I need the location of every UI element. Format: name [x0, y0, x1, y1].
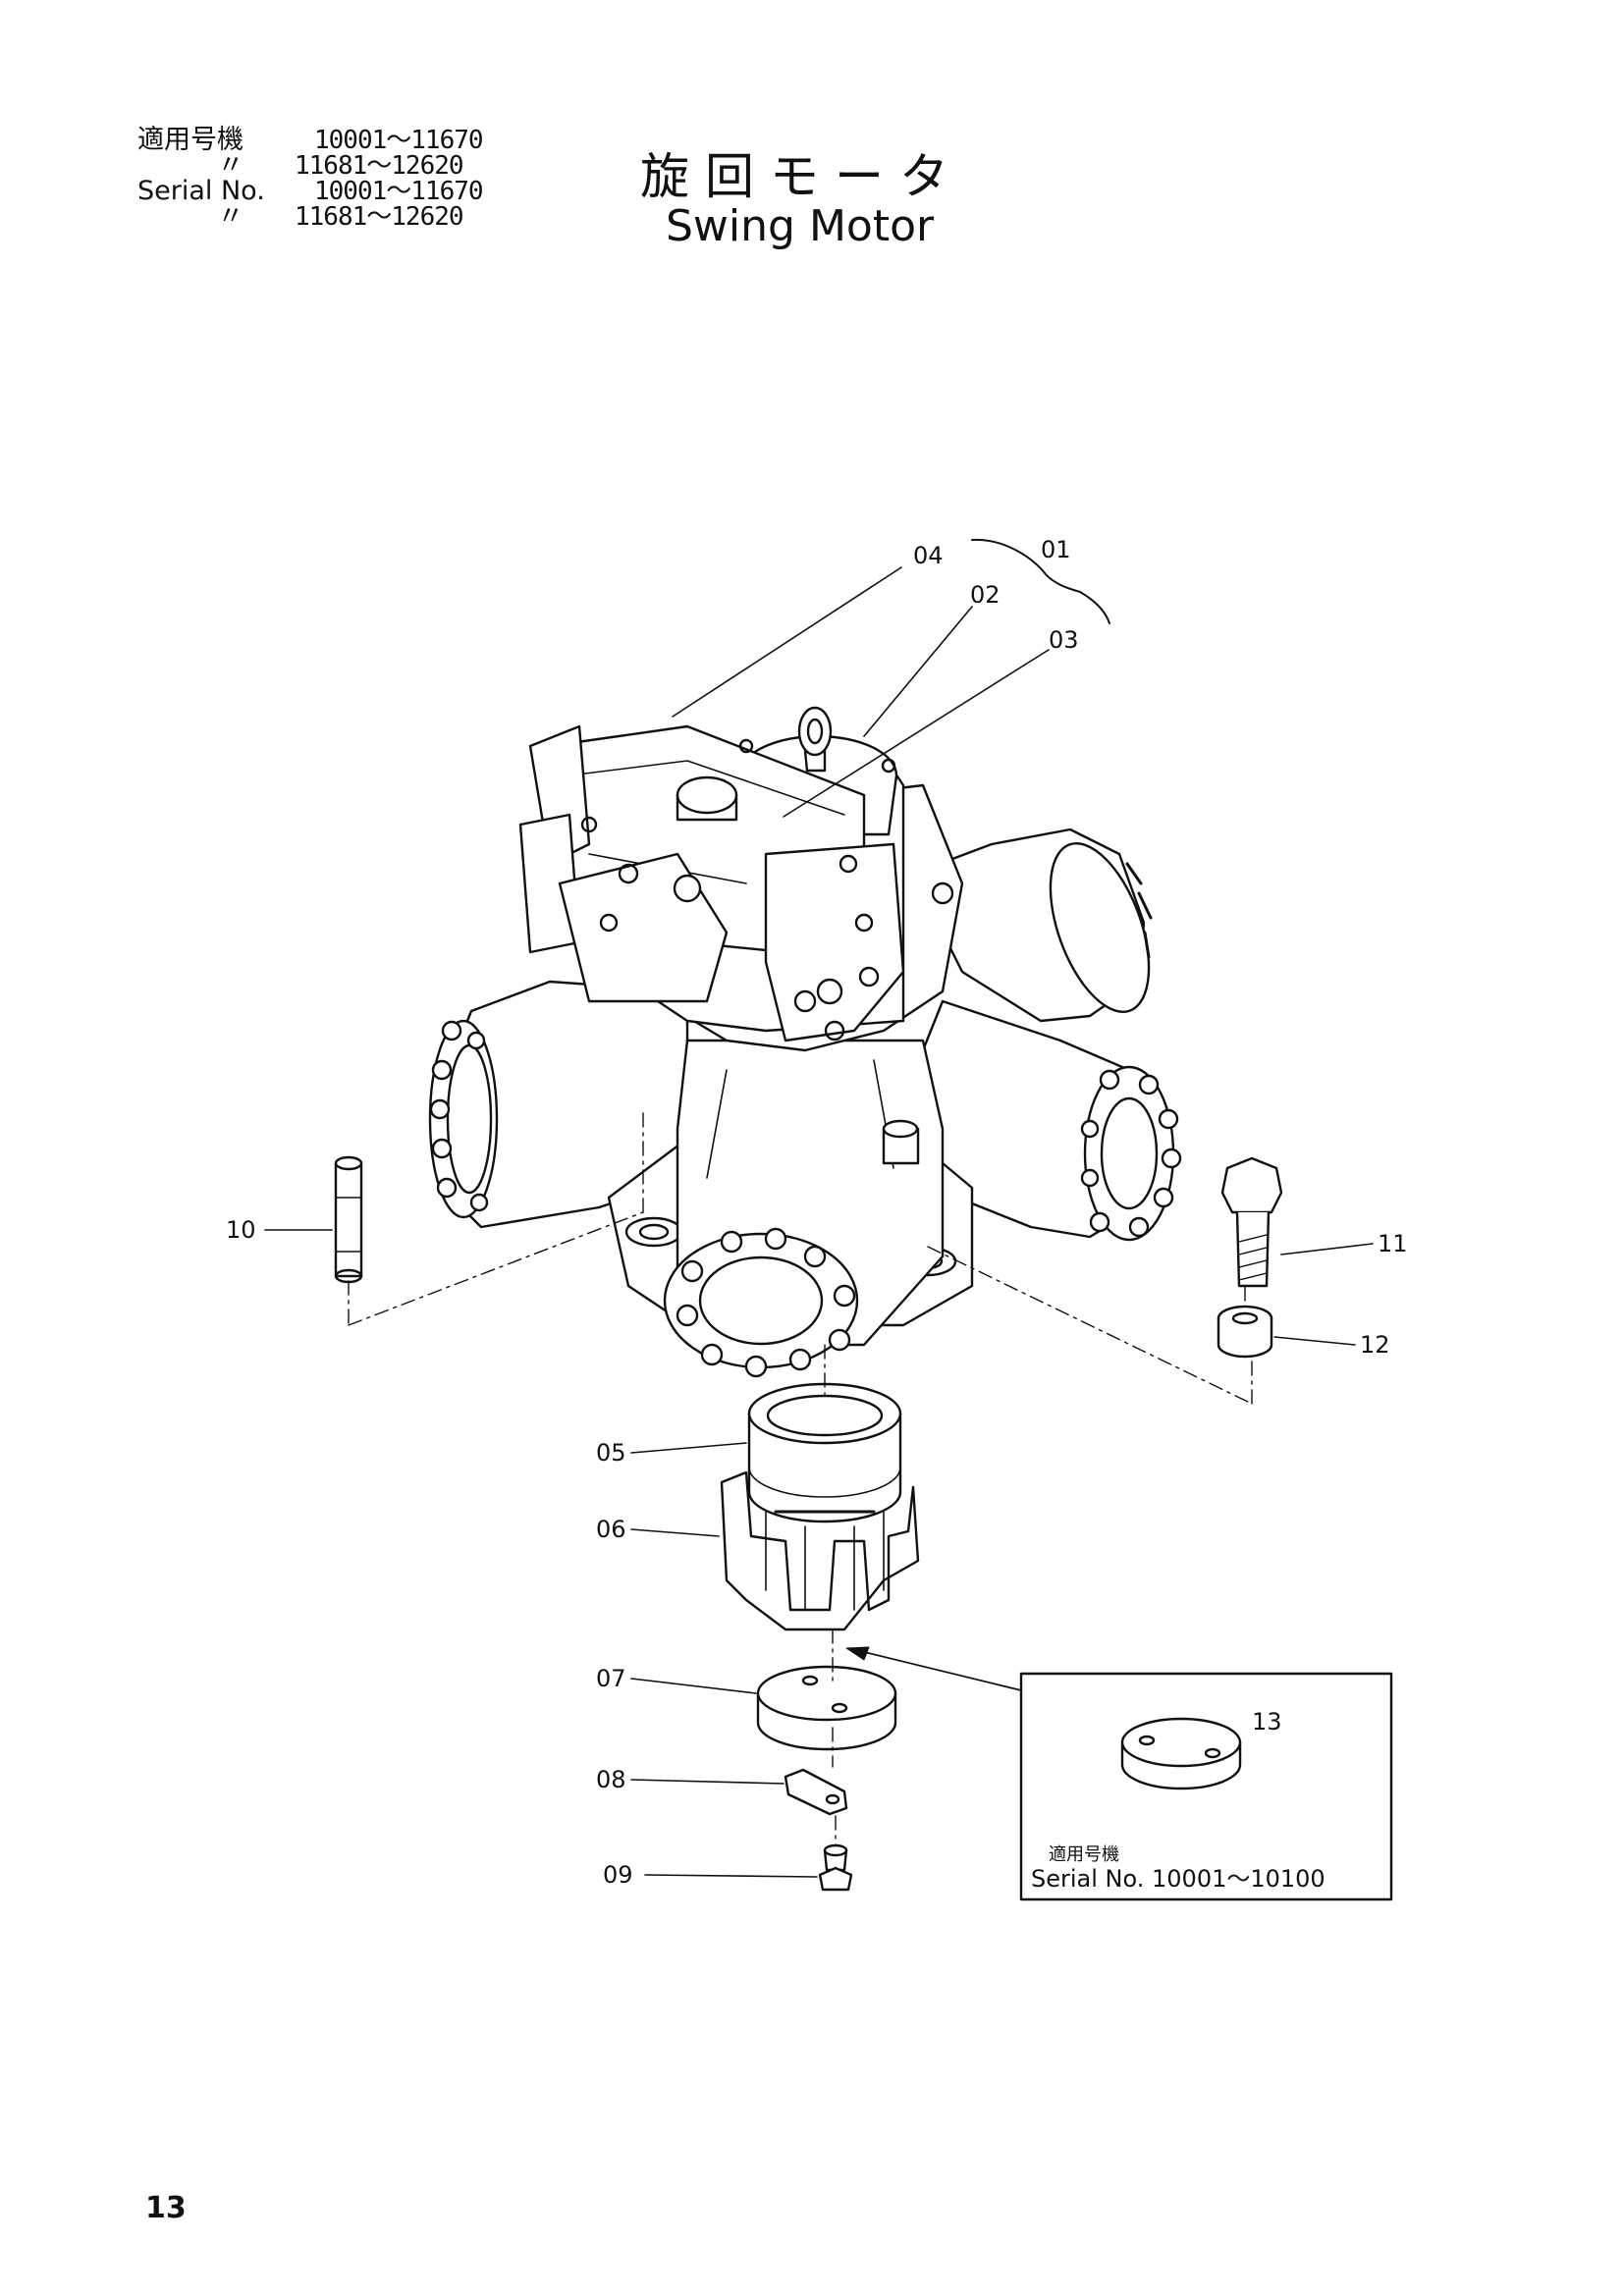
- serial-range: 10001〜11670: [314, 177, 484, 206]
- part-07-cover: [756, 1665, 897, 1751]
- callout-05: 05: [596, 1439, 626, 1467]
- flange-bolt-heads: [429, 1020, 1182, 1378]
- inset-label-serial: Serial No. 10001〜10100: [1031, 1865, 1325, 1893]
- serial-range: 11681〜12620: [295, 202, 464, 232]
- inset-arrow: [845, 1646, 1022, 1691]
- part-11-bolt: [1220, 1156, 1283, 1288]
- serial-label: Serial No.: [137, 176, 265, 206]
- callout-12: 12: [1360, 1331, 1390, 1359]
- serial-row: 〃 11681〜12620: [137, 150, 483, 181]
- part-12-washer: [1217, 1305, 1273, 1359]
- serial-row: 〃 11681〜12620: [137, 201, 483, 232]
- callout-11: 11: [1378, 1230, 1408, 1257]
- assembly-bracket: [971, 538, 1110, 624]
- serial-label: 〃: [217, 201, 244, 232]
- page-number: 13: [145, 2191, 187, 2225]
- serial-label: 適用号機: [137, 125, 243, 155]
- serial-row: 適用号機 10001〜11670: [137, 125, 484, 155]
- part-05-bearing: [747, 1382, 902, 1523]
- callout-03: 03: [1049, 626, 1079, 654]
- assembly-centerlines: [348, 1108, 1253, 1846]
- callout-02: 02: [970, 581, 1001, 609]
- page-title-japanese: 旋回モータ: [640, 148, 964, 205]
- page-title-english: Swing Motor: [666, 201, 935, 251]
- leader-lines: [264, 566, 1374, 1878]
- callout-13: 13: [1252, 1708, 1282, 1735]
- serial-label: 〃: [217, 150, 244, 181]
- callout-10: 10: [226, 1216, 256, 1244]
- motor-housing: [428, 706, 1175, 1369]
- serial-range: 10001〜11670: [314, 126, 484, 155]
- callout-06: 06: [596, 1516, 626, 1543]
- part-08-plate: [784, 1768, 848, 1816]
- callout-09: 09: [603, 1861, 633, 1889]
- callout-01: 01: [1041, 536, 1071, 563]
- callout-04: 04: [913, 542, 944, 569]
- part-06-gear: [720, 1470, 920, 1631]
- callout-08: 08: [596, 1766, 626, 1793]
- serial-number-block: 適用号機 10001〜11670 〃 11681〜12620 Serial No…: [137, 125, 484, 232]
- callout-07: 07: [596, 1665, 626, 1692]
- inset-box: [1019, 1672, 1393, 1901]
- part-09-bolt: [818, 1843, 853, 1892]
- inset-label-japanese: 適用号機: [1049, 1844, 1119, 1865]
- callout-labels: 01 02 03 04 05 06 07 08 09 10 11 12 13 適…: [226, 536, 1408, 1893]
- serial-range: 11681〜12620: [295, 151, 464, 181]
- serial-row: Serial No. 10001〜11670: [137, 176, 484, 206]
- part-10-pin: [334, 1155, 363, 1284]
